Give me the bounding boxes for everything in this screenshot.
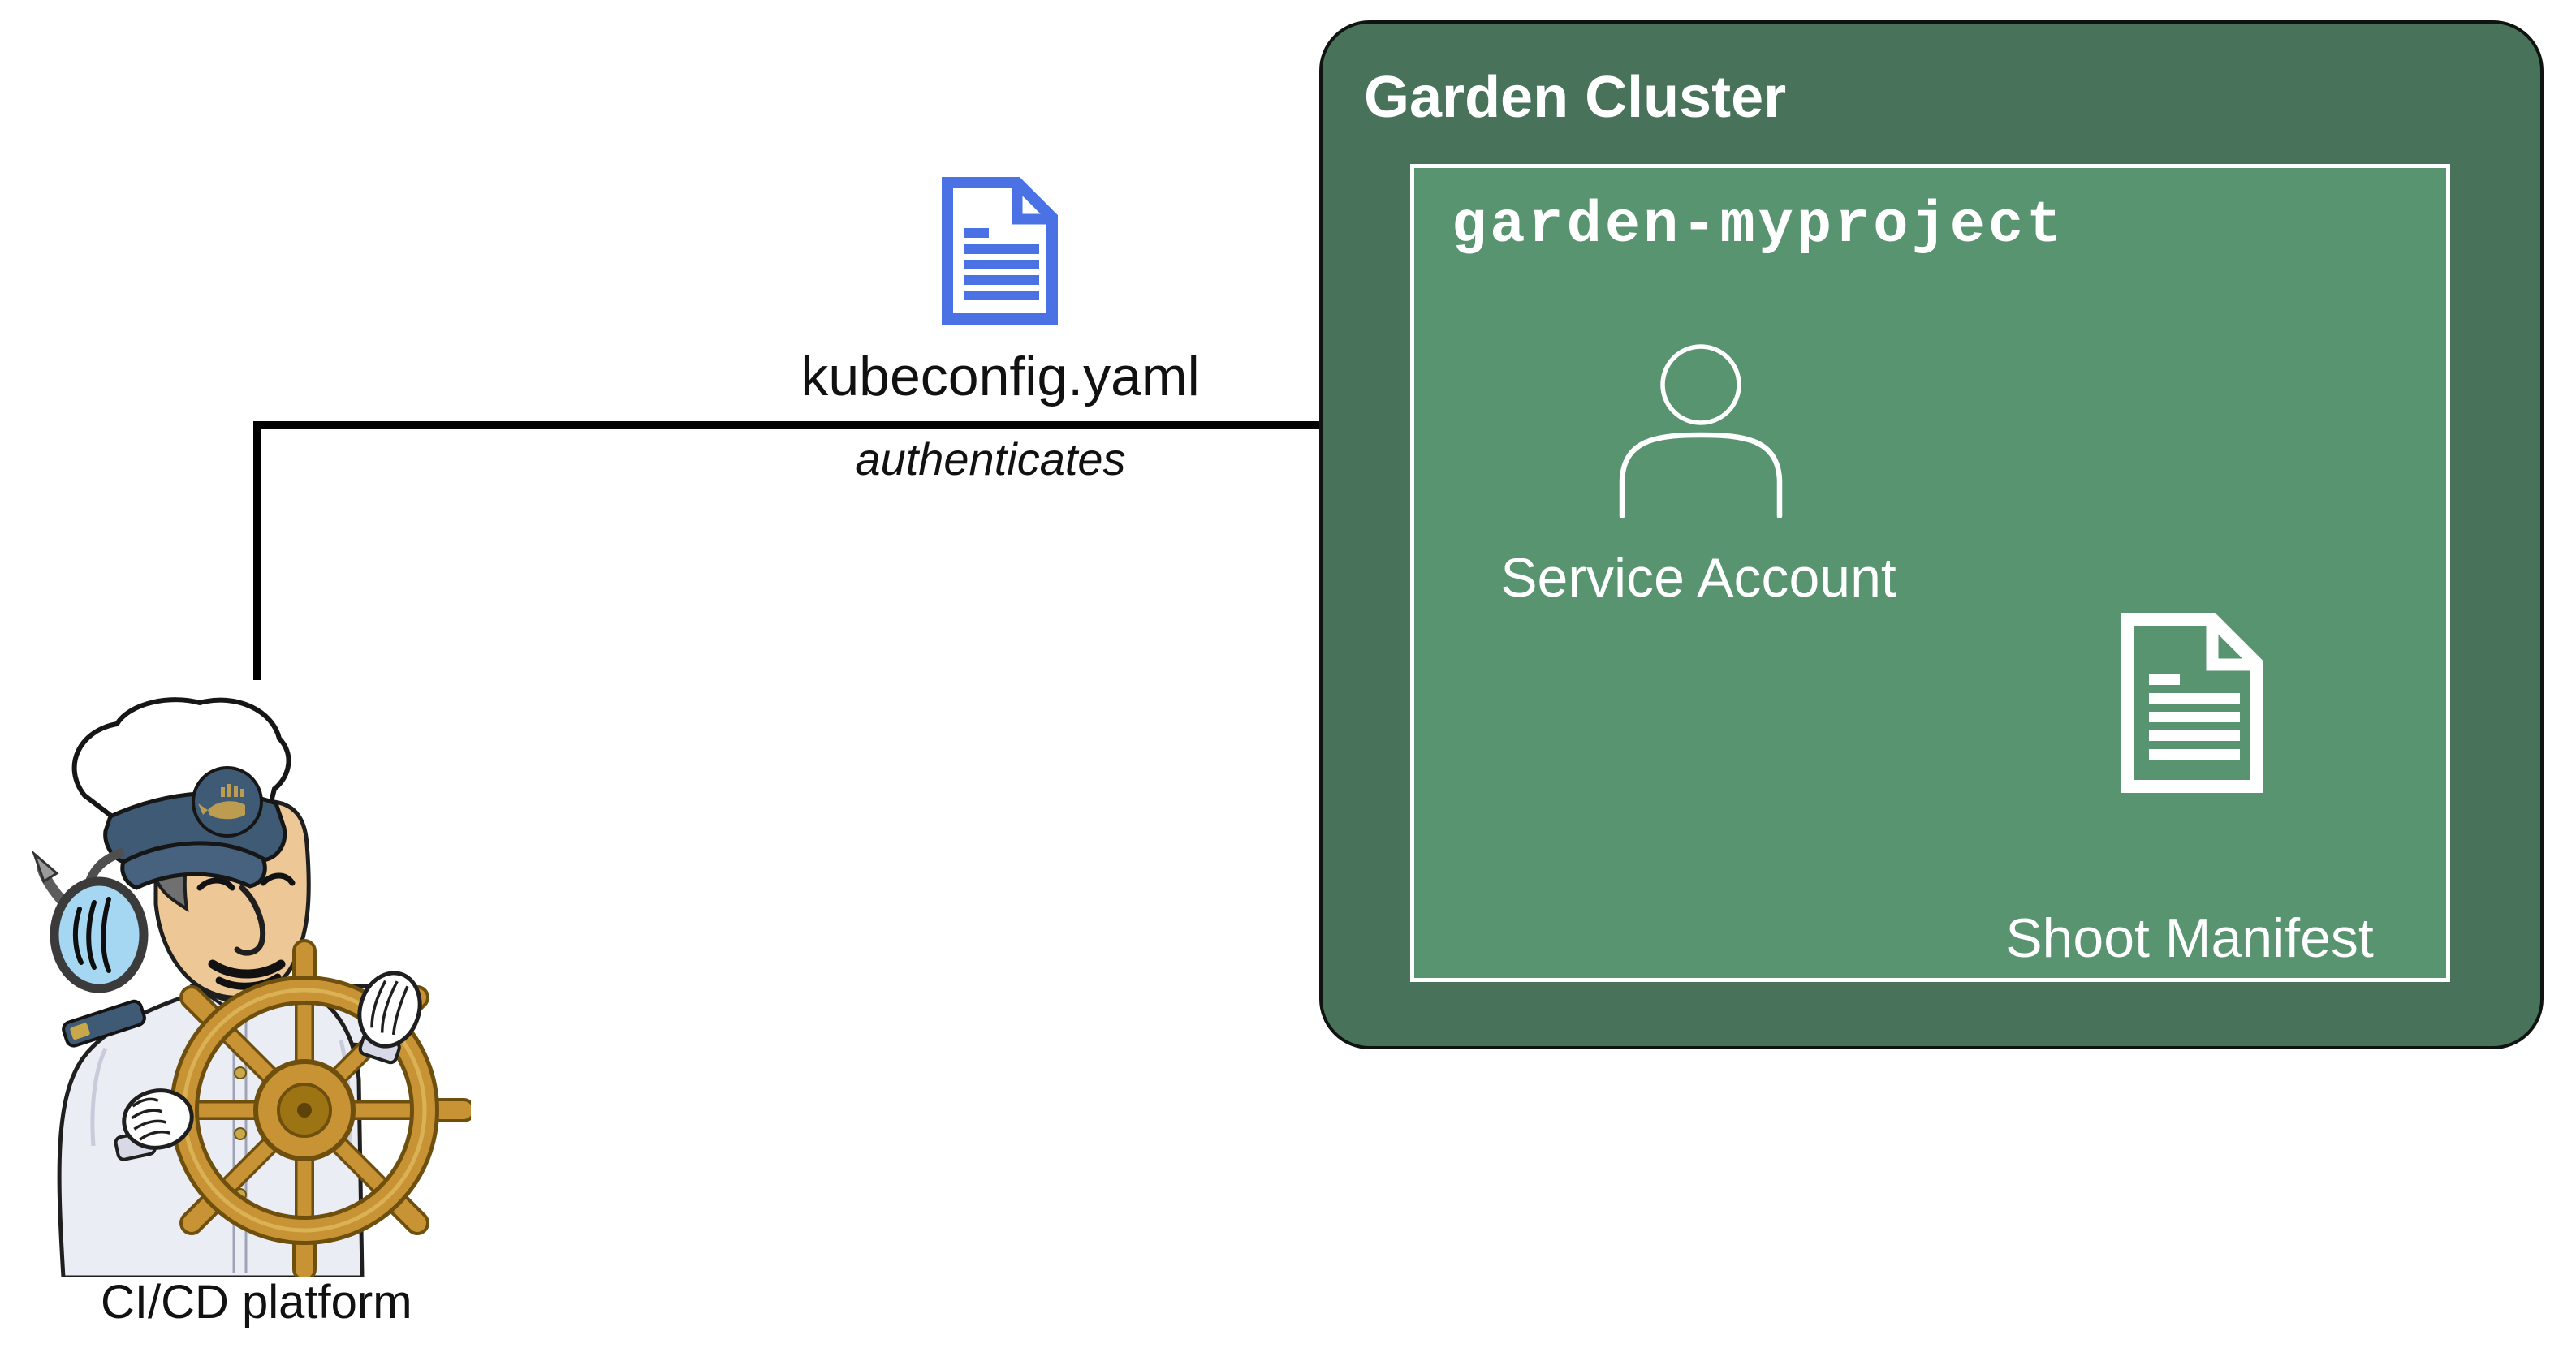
garden-cluster-box: Garden Cluster garden-myproject Service … xyxy=(1319,20,2544,1049)
right-glove xyxy=(357,971,422,1065)
namespace-box-garden-myproject: garden-myproject Service Account Shoot M… xyxy=(1410,164,2450,982)
left-glove xyxy=(114,1088,194,1161)
service-account-label: Service Account xyxy=(1500,547,1896,609)
kubeconfig-label: kubeconfig.yaml xyxy=(800,346,1200,407)
headphones xyxy=(32,847,149,993)
jenkins-captain-mascot xyxy=(32,697,471,1277)
service-account-person-icon xyxy=(1619,344,1783,518)
docker-whale-badge-icon xyxy=(198,784,245,820)
kubeconfig-document-icon xyxy=(942,177,1058,325)
epaulette xyxy=(62,999,146,1048)
cicd-platform-label: CI/CD platform xyxy=(101,1276,412,1329)
namespace-title: garden-myproject xyxy=(1452,192,2065,259)
captain-hat xyxy=(71,697,291,890)
shoot-manifest-label: Shoot Manifest xyxy=(2005,907,2374,969)
garden-cluster-title: Garden Cluster xyxy=(1364,65,1787,130)
shoot-manifest-document-icon xyxy=(2121,613,2263,793)
authenticates-label: authenticates xyxy=(855,433,1126,485)
